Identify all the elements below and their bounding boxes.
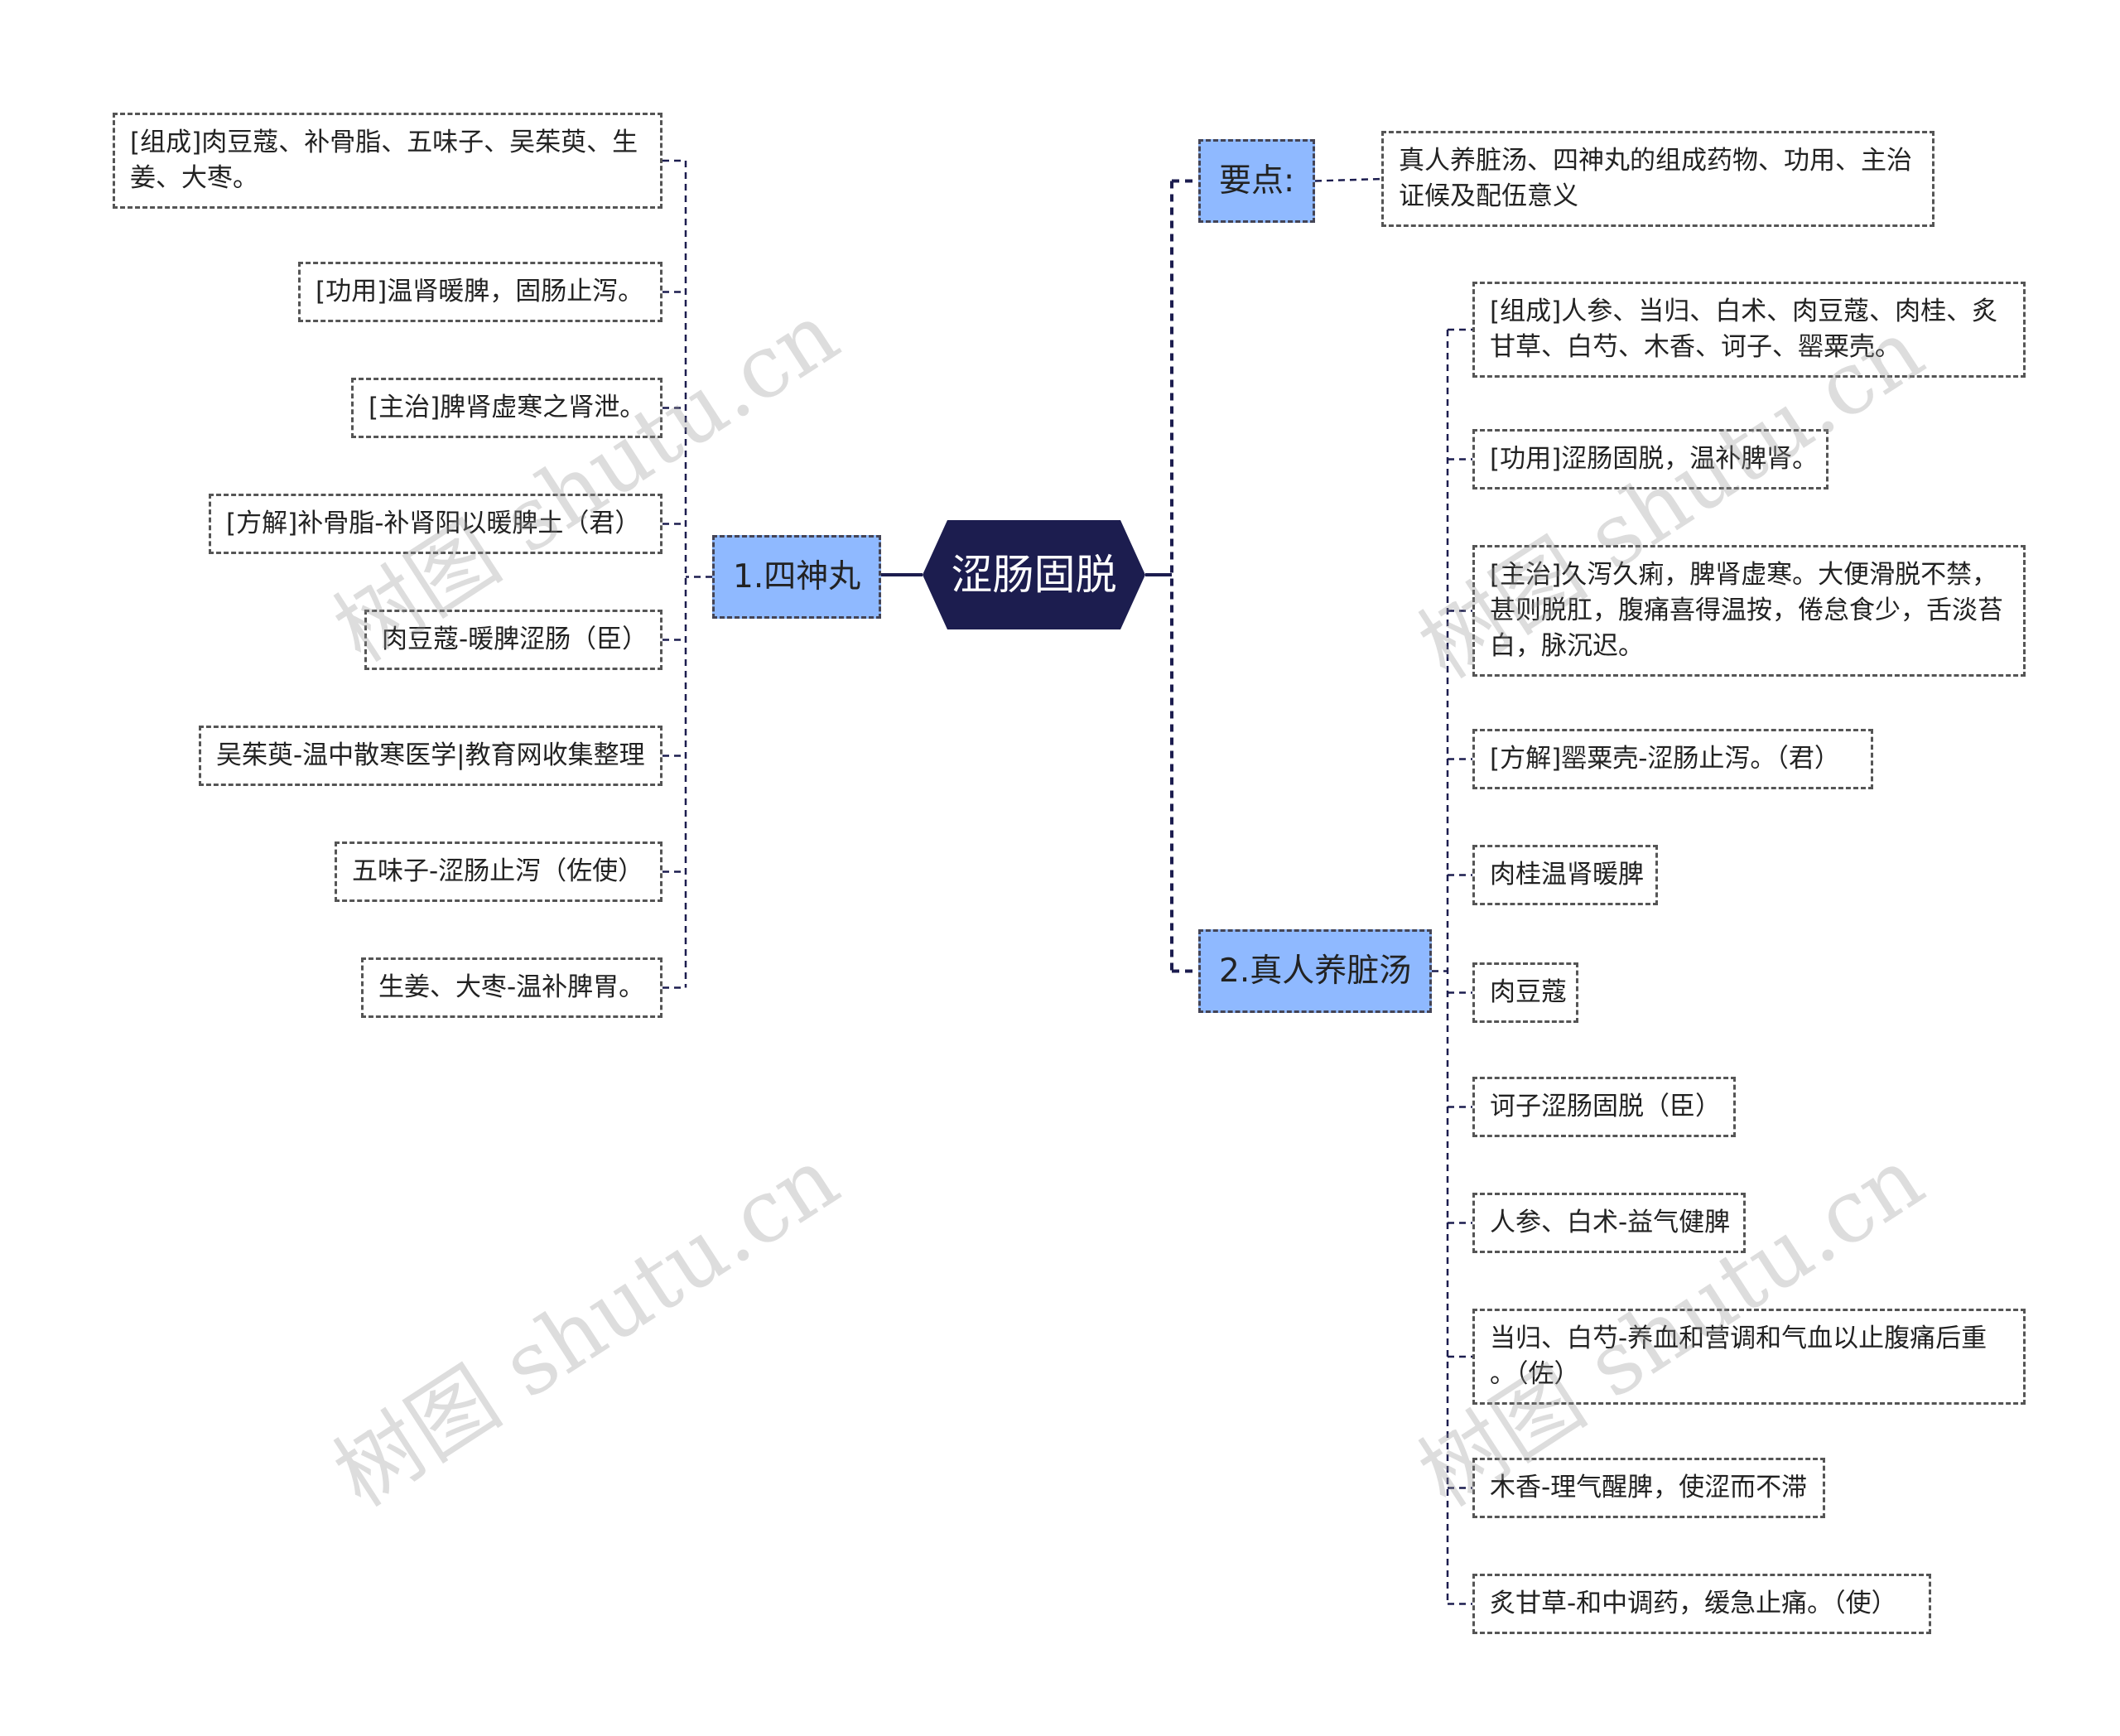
leaf-yangzang-11[interactable]: 炙甘草-和中调药，缓急止痛。（使）	[1472, 1574, 1931, 1634]
root-label: 涩肠固脱	[951, 551, 1117, 599]
leaf-sishenwan-4[interactable]: [方解]补骨脂-补肾阳以暖脾土（君）	[209, 494, 662, 554]
leaf-text-line: 炙甘草-和中调药，缓急止痛。（使）	[1490, 1589, 1897, 1618]
leaf-text-line: 肉豆蔻-暖脾涩肠（臣）	[382, 624, 648, 654]
leaf-yangzang-3[interactable]: [主治]久泻久痢，脾肾虚寒。大便滑脱不禁， 甚则脱肛，腹痛喜得温按，倦怠食少，舌淡…	[1472, 545, 2026, 677]
leaf-yangzang-8[interactable]: 人参、白术-益气健脾	[1472, 1193, 1746, 1253]
key-leaf-connector	[1314, 177, 1382, 182]
leaf-sishenwan-6[interactable]: 吴茱萸-温中散寒医学|教育网收集整理	[199, 726, 662, 786]
branch-key-points[interactable]: 要点:	[1198, 139, 1316, 223]
leaf-yangzang-5[interactable]: 肉桂温肾暖脾	[1472, 845, 1658, 905]
leaf-text-line: 当归、白芍-养血和营调和气血以止腹痛后重	[1490, 1324, 1988, 1353]
leaf-text-line: 五味子-涩肠止泻（佐使）	[352, 856, 644, 886]
leaf-sishenwan-7[interactable]: 五味子-涩肠止泻（佐使）	[335, 841, 662, 902]
leaf-text-line: [主治]脾肾虚寒之肾泄。	[369, 393, 646, 422]
leaf-text-line: 木香-理气醒脾，使涩而不滞	[1490, 1473, 1808, 1502]
leaf-yangzang-2[interactable]: [功用]涩肠固脱，温补脾肾。	[1472, 429, 1828, 489]
leaf-sishenwan-5[interactable]: 肉豆蔻-暖脾涩肠（臣）	[364, 610, 662, 670]
leaf-yangzang-1[interactable]: [组成]人参、当归、白术、肉豆蔻、肉桂、炙甘草、白芍、木香、诃子、罂粟壳。	[1472, 282, 2026, 378]
leaf-text-line: 真人养脏汤、四神丸的组成药物、功用、主治	[1399, 146, 1912, 176]
leaf-yangzang-6[interactable]: 肉豆蔻	[1472, 962, 1578, 1023]
leaf-yangzang-7[interactable]: 诃子涩肠固脱（臣）	[1472, 1077, 1736, 1137]
leaf-text-line: [方解]补骨脂-补肾阳以暖脾土（君）	[226, 509, 641, 538]
leaf-yangzang-4[interactable]: [方解]罂粟壳-涩肠止泻。（君）	[1472, 729, 1873, 789]
branch-sishenwan[interactable]: 1.四神丸	[712, 535, 882, 619]
leaf-text-line: 吴茱萸-温中散寒医学|教育网收集整理	[216, 740, 645, 770]
leaf-text-line: 白，脉沉迟。	[1490, 631, 1644, 661]
leaf-text-line: 肉桂温肾暖脾	[1490, 860, 1644, 890]
branch-label: 要点:	[1219, 162, 1295, 200]
leaf-text-line: [功用]涩肠固脱，温补脾肾。	[1490, 444, 1819, 474]
root-node[interactable]: 涩肠固脱	[923, 520, 1145, 629]
leaf-yangzang-10[interactable]: 木香-理气醒脾，使涩而不滞	[1472, 1458, 1825, 1518]
leaf-sishenwan-1[interactable]: [组成]肉豆蔻、补骨脂、五味子、吴茱萸、生姜、大枣。	[113, 113, 662, 209]
root-hexagon-shape	[923, 520, 1145, 629]
leaf-text-line: 人参、白术-益气健脾	[1490, 1208, 1731, 1237]
leaf-text-line: 肉豆蔻	[1490, 977, 1567, 1007]
branch-label: 2.真人养脏汤	[1219, 952, 1412, 990]
leaf-sishenwan-3[interactable]: [主治]脾肾虚寒之肾泄。	[351, 378, 662, 438]
leaf-text-line: 诃子涩肠固脱（臣）	[1490, 1092, 1721, 1121]
leaf-text-line: [主治]久泻久痢，脾肾虚寒。大便滑脱不禁，	[1490, 560, 1998, 590]
leaf-text-line: [功用]温肾暖脾，固肠止泻。	[316, 277, 644, 306]
leaf-text-line: [组成]肉豆蔻、补骨脂、五味子、吴茱萸、生	[130, 128, 638, 157]
leaf-sishenwan-2[interactable]: [功用]温肾暖脾，固肠止泻。	[298, 262, 662, 322]
leaf-text-line: [组成]人参、当归、白术、肉豆蔻、肉桂、炙	[1490, 297, 1998, 326]
branch-label: 1.四神丸	[733, 558, 861, 596]
leaf-text-line: [方解]罂粟壳-涩肠止泻。（君）	[1490, 744, 1840, 774]
leaf-text-line: 。（佐）	[1490, 1359, 1580, 1389]
leaf-text-line: 甘草、白芍、木香、诃子、罂粟壳。	[1490, 332, 1901, 362]
leaf-text-line: 甚则脱肛，腹痛喜得温按，倦怠食少，舌淡苔	[1490, 596, 2003, 625]
branch-zhenren-yangzang-tang[interactable]: 2.真人养脏汤	[1198, 929, 1433, 1013]
leaf-text-line: 姜、大枣。	[130, 163, 258, 193]
leaf-text-line: 生姜、大枣-温补脾胃。	[378, 972, 645, 1002]
leaf-yangzang-9[interactable]: 当归、白芍-养血和营调和气血以止腹痛后重。（佐）	[1472, 1309, 2026, 1405]
leaf-text-line: 证候及配伍意义	[1399, 181, 1578, 211]
leaf-key-point[interactable]: 真人养脏汤、四神丸的组成药物、功用、主治证候及配伍意义	[1381, 131, 1934, 227]
leaf-sishenwan-8[interactable]: 生姜、大枣-温补脾胃。	[361, 957, 662, 1018]
